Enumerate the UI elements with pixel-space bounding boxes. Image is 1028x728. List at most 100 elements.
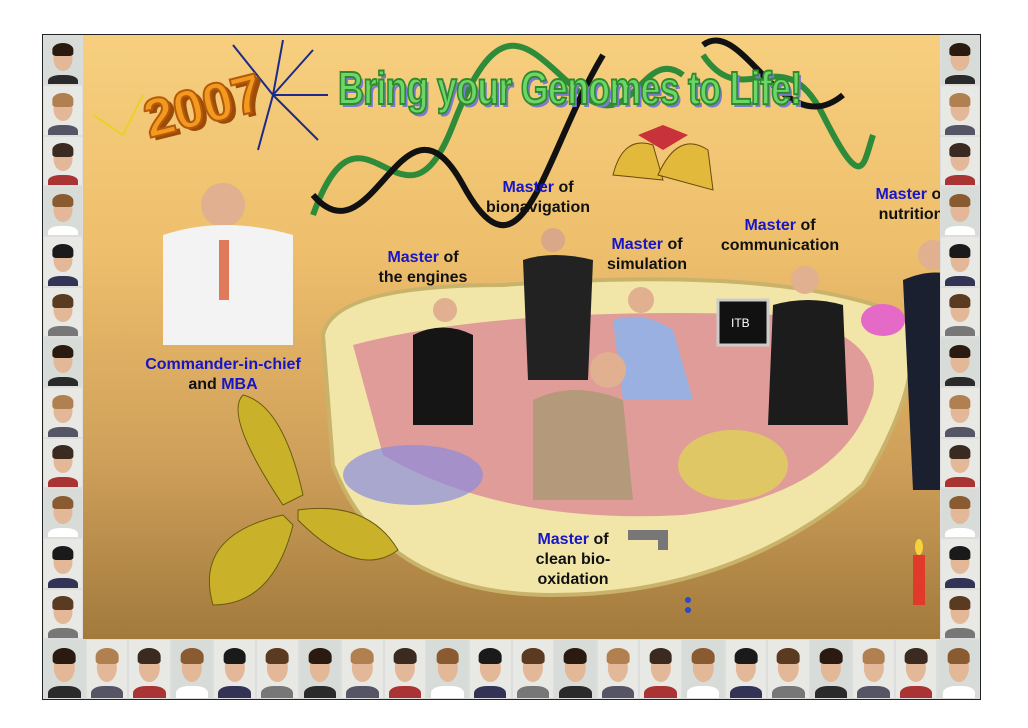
- candle-icon: [913, 539, 925, 605]
- role-name: clean bio-: [535, 551, 611, 568]
- portrait-photo: [43, 487, 83, 539]
- portrait-photo: [940, 185, 980, 237]
- role-name: oxidation: [537, 571, 609, 588]
- portrait-photo: [43, 437, 83, 488]
- person-engines: [413, 298, 473, 425]
- left-portrait-column: [43, 35, 83, 639]
- label-simulation: Master of simulation: [577, 235, 717, 275]
- portrait-photo: [43, 387, 83, 438]
- of-word: of: [663, 236, 683, 253]
- of-word: of: [796, 217, 816, 234]
- portrait-photo: [940, 236, 980, 287]
- portrait-photo: [940, 35, 980, 86]
- people-figures: [163, 183, 940, 500]
- person-commander: [163, 183, 293, 345]
- poster-main-area: ITB 2007 Bring your Genomes to Life! Com…: [83, 35, 940, 639]
- portrait-photo: [940, 286, 980, 337]
- label-commander: Commander-in-chief and MBA: [123, 355, 323, 395]
- role-name: nutrition: [878, 206, 940, 223]
- portrait-photo: [639, 639, 682, 699]
- poster-frame: ITB 2007 Bring your Genomes to Life! Com…: [42, 34, 981, 700]
- portrait-photo: [383, 639, 427, 699]
- portrait-photo: [681, 639, 725, 699]
- organelle: [678, 430, 788, 500]
- portrait-photo: [43, 85, 83, 136]
- faucet-icon: [628, 530, 691, 613]
- portrait-photo: [426, 639, 469, 699]
- computer-icon: ITB: [716, 298, 770, 347]
- portrait-photo: [852, 639, 895, 699]
- portrait-photo: [85, 639, 129, 699]
- person-communication: [768, 266, 848, 425]
- person-oxidation: [533, 352, 633, 500]
- of-word: of: [439, 249, 459, 266]
- portrait-photo: [940, 336, 980, 388]
- portrait-photo: [298, 639, 342, 699]
- portrait-photo: [43, 588, 83, 639]
- label-nutrition: Master of nutrition: [851, 185, 940, 225]
- portrait-photo: [940, 437, 980, 488]
- propeller-icon: [208, 394, 399, 606]
- portrait-photo: [894, 639, 938, 699]
- dna-helix-icon: [310, 37, 876, 229]
- portrait-photo: [940, 487, 980, 539]
- person-simulation: [613, 287, 693, 400]
- portrait-photo: [468, 639, 512, 699]
- piggy-bank-icon: [861, 304, 905, 336]
- person-nutrition: [903, 240, 940, 490]
- portrait-photo: [724, 639, 768, 699]
- label-oxidation: Master of clean bio- oxidation: [513, 530, 633, 590]
- portrait-photo: [940, 588, 980, 639]
- fireworks-icon: [92, 39, 328, 151]
- portrait-photo: [213, 639, 256, 699]
- person-bionavigation: [523, 228, 593, 380]
- portrait-photo: [43, 236, 83, 287]
- portrait-photo: [255, 639, 299, 699]
- portrait-photo: [554, 639, 597, 699]
- master-word: Master: [537, 531, 590, 548]
- of-word: of: [927, 186, 940, 203]
- portrait-photo: [43, 35, 83, 86]
- role-name: bionavigation: [486, 199, 590, 216]
- portrait-photo: [809, 639, 853, 699]
- poster-illustration: ITB: [92, 37, 940, 613]
- bells-icon: [612, 125, 714, 191]
- master-word: Master: [387, 249, 440, 266]
- master-word: Master: [744, 217, 797, 234]
- portrait-photo: [43, 286, 83, 337]
- role-mba: MBA: [221, 376, 258, 393]
- role-commander: Commander-in-chief: [145, 356, 301, 373]
- portrait-photo: [940, 85, 980, 136]
- portrait-photo: [767, 639, 810, 699]
- label-communication: Master of communication: [700, 216, 860, 256]
- bottom-portrait-row: [43, 639, 980, 699]
- role-name: simulation: [606, 256, 687, 273]
- of-word: of: [554, 179, 574, 196]
- portrait-photo: [940, 387, 980, 438]
- of-word: of: [589, 531, 609, 548]
- role-name: communication: [720, 237, 840, 254]
- label-text: and: [188, 376, 222, 393]
- portrait-photo: [43, 185, 83, 237]
- label-engines: Master of the engines: [353, 248, 493, 288]
- master-word: Master: [502, 179, 555, 196]
- portrait-photo: [341, 639, 384, 699]
- portrait-photo: [43, 336, 83, 388]
- portrait-photo: [43, 135, 83, 186]
- portrait-photo: [128, 639, 171, 699]
- organelle: [343, 445, 483, 505]
- portrait-photo: [940, 135, 980, 186]
- poster-title: Bring your Genomes to Life!: [337, 61, 803, 115]
- portrait-photo: [940, 538, 980, 589]
- computer-screen-text: ITB: [731, 316, 750, 330]
- portrait-photo: [170, 639, 214, 699]
- portrait-photo: [511, 639, 555, 699]
- master-word: Master: [611, 236, 664, 253]
- right-portrait-column: [940, 35, 980, 639]
- portrait-photo: [596, 639, 640, 699]
- master-word: Master: [875, 186, 928, 203]
- portrait-photo: [43, 639, 86, 699]
- role-name: the engines: [378, 269, 468, 286]
- portrait-photo: [937, 639, 980, 699]
- label-bionavigation: Master of bionavigation: [468, 178, 608, 218]
